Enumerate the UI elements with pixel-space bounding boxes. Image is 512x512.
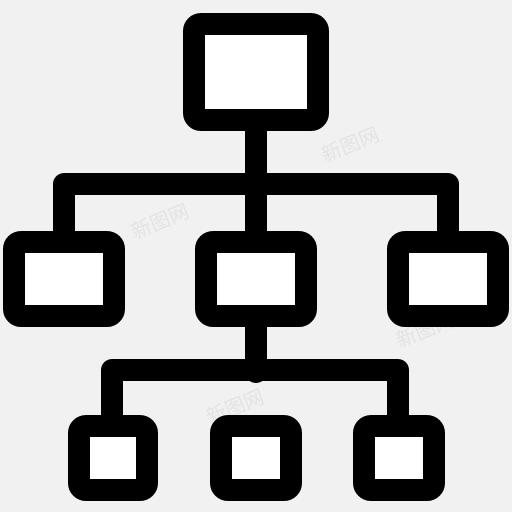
chart-boxes <box>3 13 509 501</box>
connector-lines <box>53 119 459 429</box>
box-middle-center <box>195 231 317 327</box>
box-bottom-right <box>353 415 445 501</box>
box-middle-right <box>387 231 509 327</box>
box-top <box>183 13 329 131</box>
connector-upper-branch <box>53 173 459 247</box>
box-bottom-center <box>210 415 302 501</box>
box-middle-left <box>3 231 125 327</box>
connector-lower-branch <box>101 359 409 429</box>
box-bottom-left <box>68 415 158 501</box>
